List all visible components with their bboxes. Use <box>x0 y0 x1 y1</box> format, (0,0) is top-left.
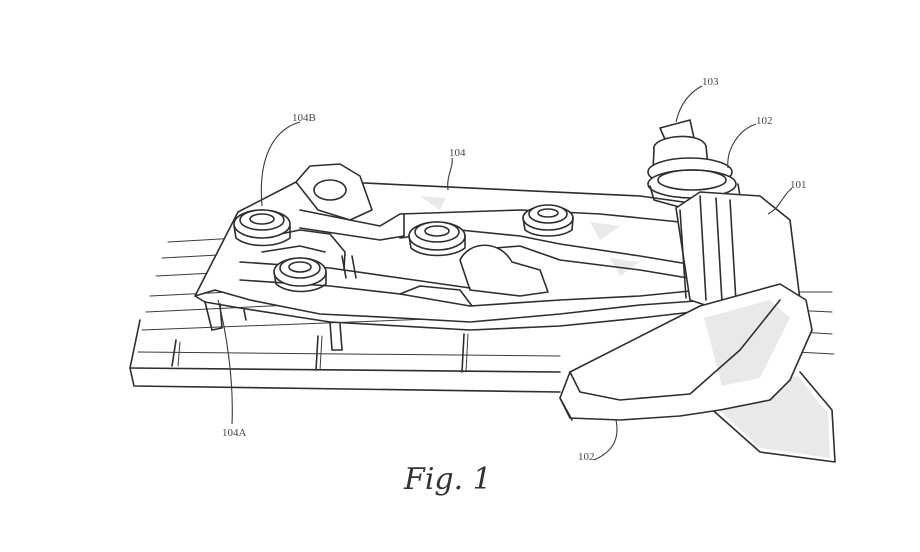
label-103: 103 <box>702 76 719 88</box>
label-102-bottom: 102 <box>578 451 595 463</box>
label-101: 101 <box>790 179 807 191</box>
housing <box>559 191 813 421</box>
label-104A: 104A <box>222 427 247 439</box>
knob-assembly <box>647 119 741 211</box>
figure-caption: Fig. 1 <box>404 462 492 497</box>
clamp-body <box>194 163 711 351</box>
label-104B: 104B <box>292 112 316 124</box>
pads <box>233 204 574 293</box>
leader-lines <box>217 85 793 461</box>
label-102-top: 102 <box>756 115 773 127</box>
label-104: 104 <box>449 147 466 159</box>
